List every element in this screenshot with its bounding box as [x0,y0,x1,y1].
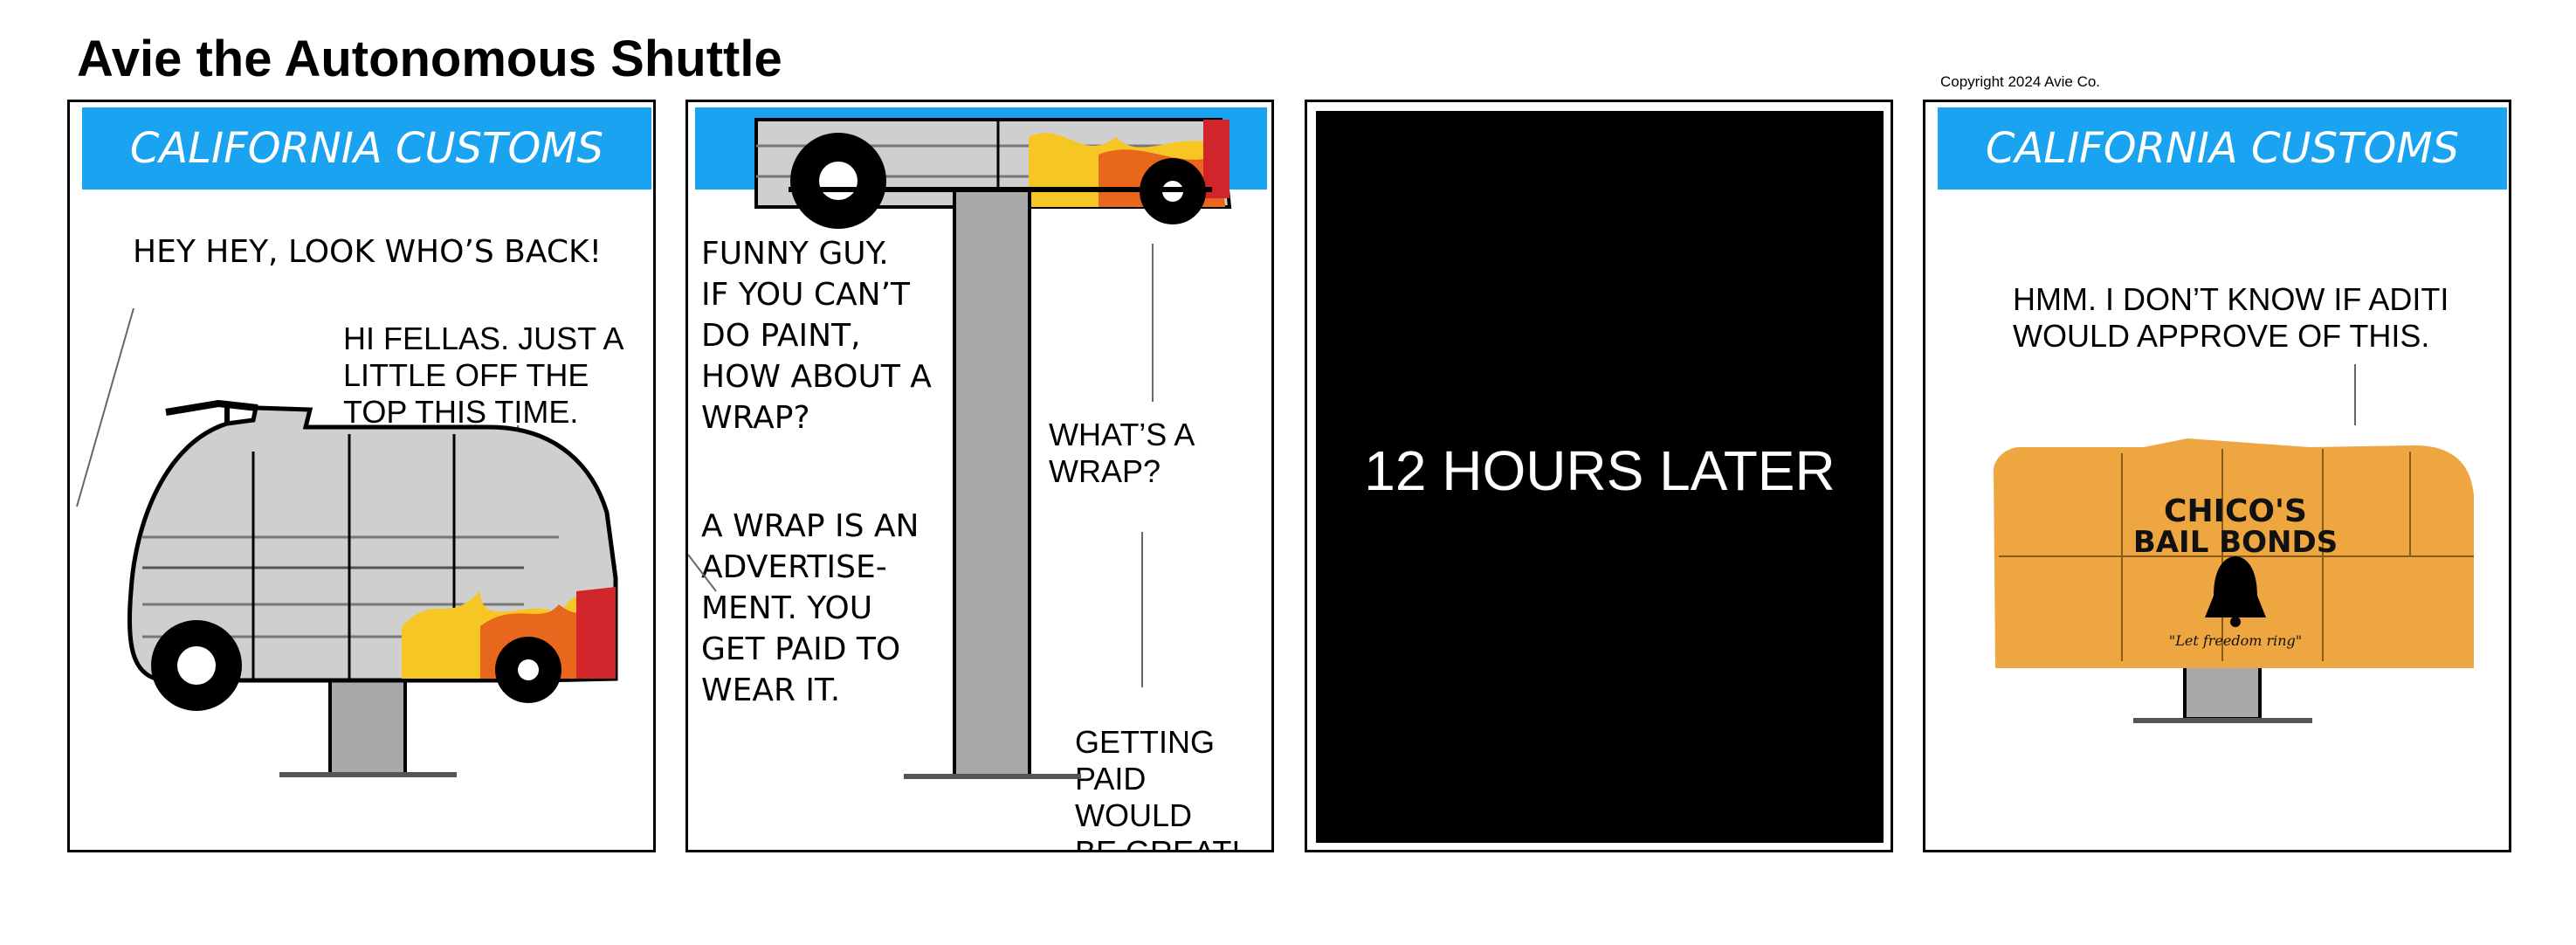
wrap-brand-line2: BAIL BONDS [2133,525,2338,560]
lift-icon [2133,659,2312,723]
lift-icon [279,664,457,777]
speech-staff-greeting: HEY HEY, LOOK WHO’S BACK! [133,234,603,270]
shuttle-van-icon [127,399,618,711]
shop-banner: CALIFORNIA CUSTOMS [1938,107,2507,190]
panel-4-art: CHICO'S BAIL BONDS "Let freedom ring" [1994,364,2474,723]
speech-tail-staff [688,554,717,592]
wrap-brand-line1: CHICO'S [2164,493,2307,529]
panel-1-art [76,307,618,777]
time-skip-background [1316,111,1884,843]
speech-tail-staff [76,307,134,507]
shop-banner: CALIFORNIA CUSTOMS [82,107,651,190]
speech-staff-wrap-explain: A WRAP IS AN ADVERTISE- MENT. YOU GET PA… [701,508,920,708]
comic-title: Avie the Autonomous Shuttle [77,31,782,87]
panel-4: CALIFORNIA CUSTOMS HMM. I DON’T KNOW IF … [1923,100,2511,852]
speech-avie-question: WHAT’S A WRAP? [1049,417,1195,489]
speech-avie-agree: GETTING PAID WOULD BE GREAT! [1075,724,1241,852]
panel-3: 12 HOURS LATER [1305,100,1893,852]
wrapped-shuttle-icon [1994,438,2474,668]
wrap-slogan: "Let freedom ring" [2169,632,2302,649]
panel-1: CALIFORNIA CUSTOMS HEY HEY, LOOK WHO’S B… [67,100,656,852]
lift-icon [789,187,1212,779]
liberty-bell-icon [2205,556,2266,627]
copyright-notice: Copyright 2024 Avie Co. [1940,73,2101,90]
panel-2: FUNNY GUY. IF YOU CAN’T DO PAINT, HOW AB… [685,100,1274,852]
time-skip-caption: 12 HOURS LATER [1364,439,1836,502]
speech-avie-request: HI FELLAS. JUST A LITTLE OFF THE TOP THI… [343,321,624,430]
speech-avie-doubt: HMM. I DON’T KNOW IF ADITI WOULD APPROVE… [2013,281,2449,354]
speech-staff-wrap-offer: FUNNY GUY. IF YOU CAN’T DO PAINT, HOW AB… [701,236,932,436]
panel-2-art [688,107,1267,779]
